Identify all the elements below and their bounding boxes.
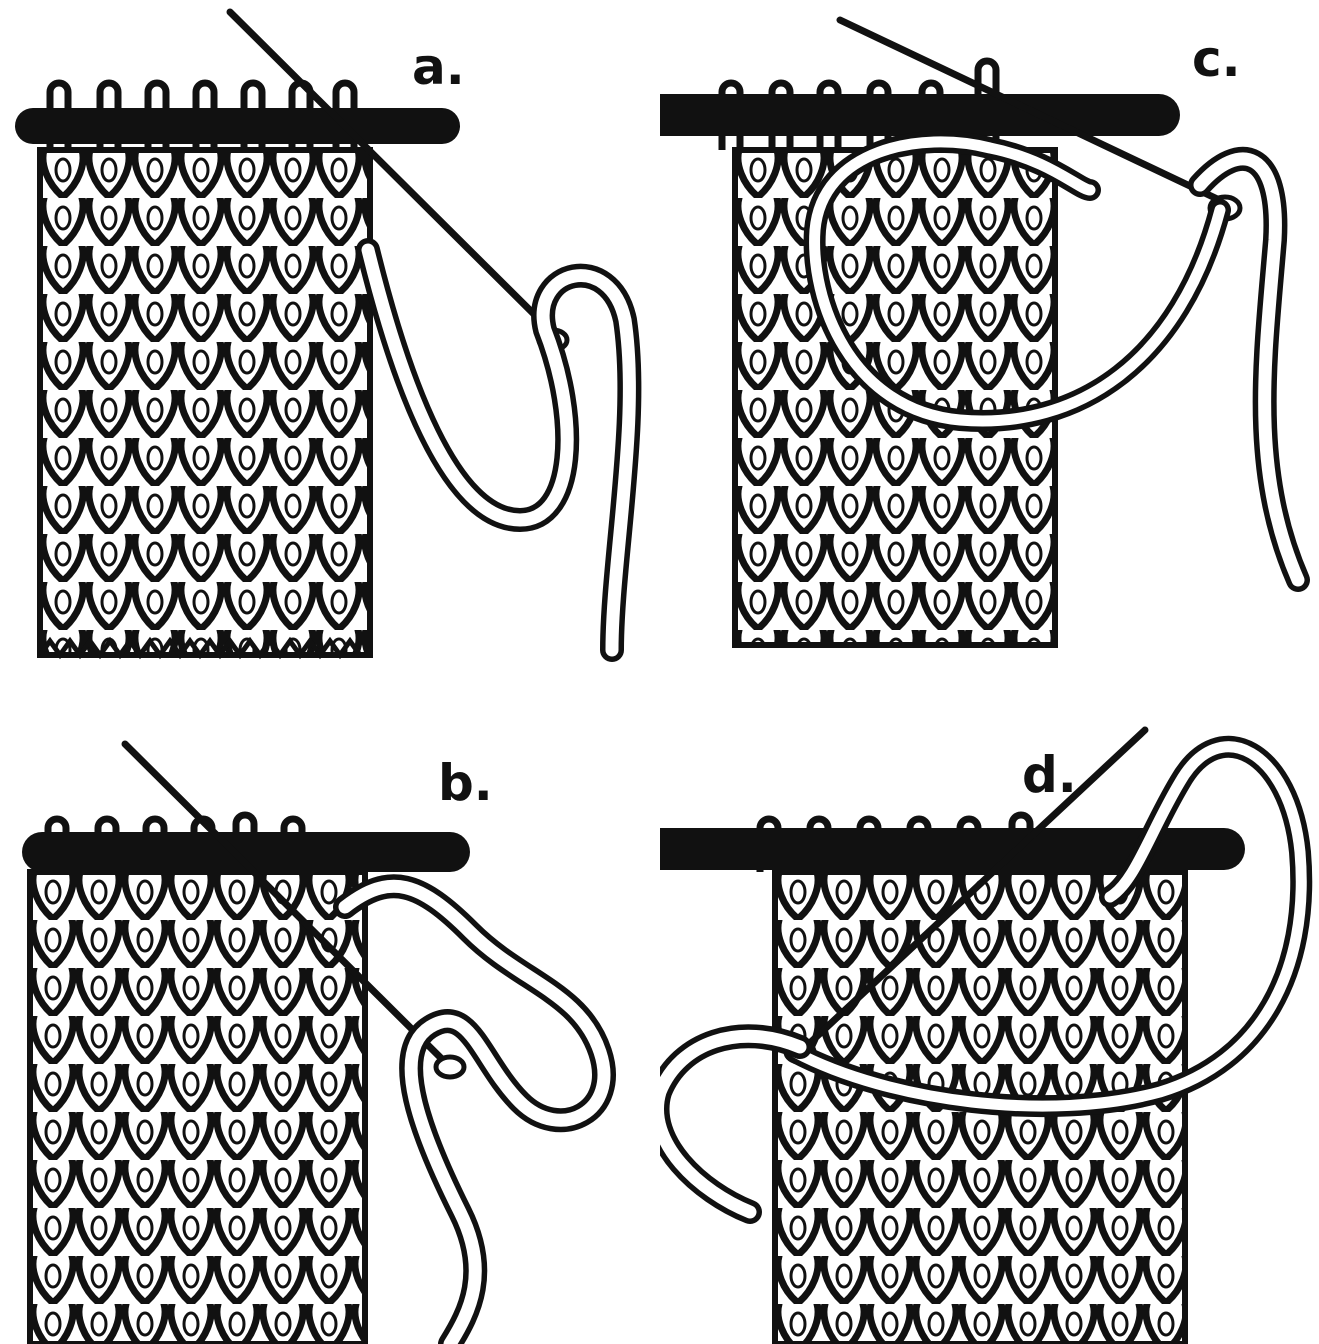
panel-b: b. xyxy=(0,672,660,1344)
knitting-needle xyxy=(15,108,460,144)
needle-eye xyxy=(436,1057,464,1077)
panel-c-illustration xyxy=(660,0,1319,672)
yarn xyxy=(345,886,604,1344)
panel-d: d. xyxy=(660,672,1319,1344)
panel-b-illustration xyxy=(0,672,660,1344)
panel-label-c: c. xyxy=(1192,34,1241,84)
knitted-fabric-swatch xyxy=(30,872,365,1344)
knitted-fabric-swatch xyxy=(40,150,370,655)
panel-label-a: a. xyxy=(412,42,465,92)
panel-a: a. xyxy=(0,0,660,672)
panel-d-illustration xyxy=(660,672,1319,1344)
panel-label-d: d. xyxy=(1022,750,1077,800)
panel-c: c. xyxy=(660,0,1319,672)
panel-a-illustration xyxy=(0,0,660,672)
yarn xyxy=(368,250,629,650)
panel-label-b: b. xyxy=(438,758,493,808)
